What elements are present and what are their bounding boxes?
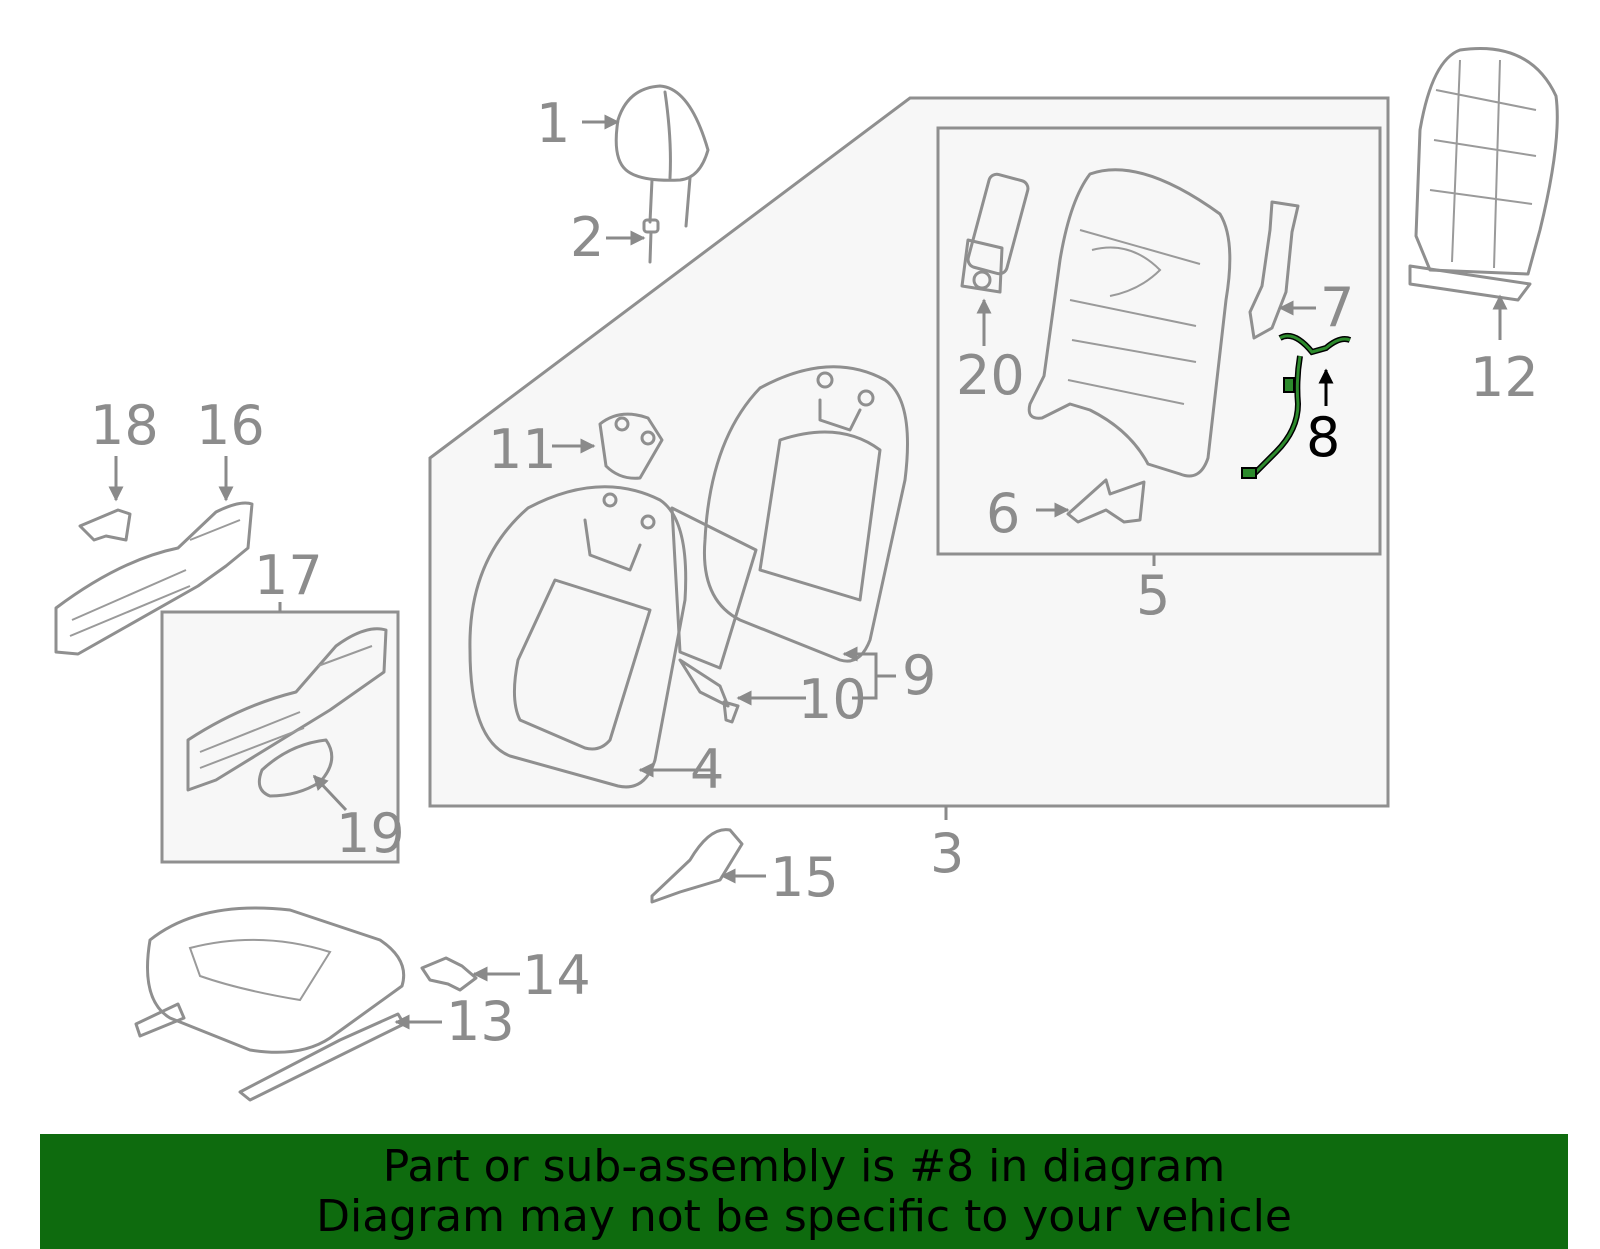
callout-4: 4 xyxy=(690,738,724,801)
parts-diagram: 1 2 3 4 5 6 7 8 9 10 11 12 13 14 15 16 1… xyxy=(54,47,1559,1102)
seat-back-frame-part xyxy=(1027,168,1232,478)
seat-back-panel-part xyxy=(702,365,909,663)
seat-cushion-part xyxy=(134,906,406,1102)
callout-11: 11 xyxy=(488,418,557,481)
callout-14: 14 xyxy=(522,944,591,1007)
callout-2: 2 xyxy=(570,206,604,269)
motor-part xyxy=(960,172,1030,294)
callout-5: 5 xyxy=(1136,564,1170,627)
escutcheon-part xyxy=(598,412,664,480)
callout-13: 13 xyxy=(446,990,515,1053)
callout-8: 8 xyxy=(1306,406,1340,469)
side-shield-part xyxy=(54,501,254,656)
callout-9: 9 xyxy=(902,644,936,707)
trim-part xyxy=(650,828,744,904)
callout-6: 6 xyxy=(986,482,1020,545)
callout-17: 17 xyxy=(254,544,323,607)
seat-back-cover-part xyxy=(468,485,688,789)
cover-part xyxy=(78,508,132,542)
callout-16: 16 xyxy=(196,394,265,457)
callout-18: 18 xyxy=(90,394,159,457)
assembly-5-panel xyxy=(936,126,1382,556)
callout-1: 1 xyxy=(536,92,570,155)
headrest-part xyxy=(614,84,710,228)
headrest-guide-part xyxy=(642,218,660,264)
banner-line-1: Part or sub-assembly is #8 in diagram xyxy=(382,1141,1226,1192)
wiring-harness-part xyxy=(1241,332,1352,479)
side-panel-part xyxy=(1248,200,1300,340)
callout-19: 19 xyxy=(336,802,405,865)
bracket-part xyxy=(1066,478,1146,524)
banner-line-2: Diagram may not be specific to your vehi… xyxy=(316,1191,1292,1242)
callout-12: 12 xyxy=(1470,346,1539,409)
callout-3: 3 xyxy=(930,822,964,885)
side-shield-inner-part xyxy=(186,627,388,792)
seat-back-shell-part xyxy=(1408,47,1559,302)
callout-20: 20 xyxy=(956,344,1025,407)
callout-7: 7 xyxy=(1320,276,1354,339)
callout-15: 15 xyxy=(770,846,839,909)
clip-part xyxy=(420,956,478,992)
callout-10: 10 xyxy=(798,668,867,731)
pad-part xyxy=(670,506,758,724)
leader-lines xyxy=(108,114,1508,1030)
info-banner: Part or sub-assembly is #8 in diagram Di… xyxy=(40,1134,1568,1249)
